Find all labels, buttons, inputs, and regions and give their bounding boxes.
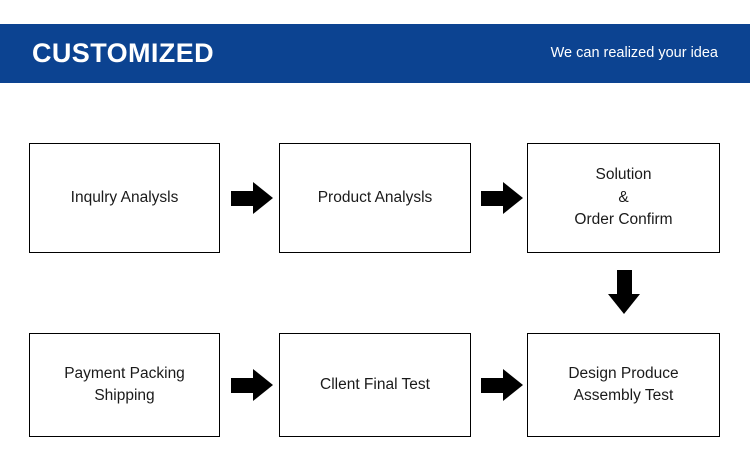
flow-node-label: Solution & Order Confirm xyxy=(574,166,673,229)
flow-node-client-final-test: Cllent Final Test xyxy=(279,333,471,437)
flow-node-solution-order-confirm: Solution & Order Confirm xyxy=(527,143,720,253)
flow-node-label: Inqulry Analysls xyxy=(70,188,179,206)
arrow-head xyxy=(503,182,523,214)
page-title: CUSTOMIZED xyxy=(32,38,215,68)
flow-node-label: Cllent Final Test xyxy=(320,375,430,393)
arrow-shaft xyxy=(481,378,505,393)
arrow-head xyxy=(253,369,273,401)
arrow-head xyxy=(253,182,273,214)
header-banner: CUSTOMIZED We can realized your idea xyxy=(0,24,750,83)
arrow-shaft xyxy=(481,191,505,206)
arrow-head xyxy=(608,294,640,314)
flow-node-payment-packing-shipping: Payment Packing Shipping xyxy=(29,333,220,437)
arrow-right-icon xyxy=(481,368,523,402)
arrow-right-icon xyxy=(231,181,273,215)
flow-node-inquiry-analysis: Inqulry Analysls xyxy=(29,143,220,253)
arrow-down-icon xyxy=(607,270,641,315)
flow-node-label: Design Produce Assembly Test xyxy=(568,364,679,404)
arrow-right-icon xyxy=(231,368,273,402)
banner-tagline: We can realized your idea xyxy=(550,45,718,62)
flow-node-product-analysis: Product Analysls xyxy=(279,143,471,253)
flow-node-design-produce-assembly-test: Design Produce Assembly Test xyxy=(527,333,720,437)
arrow-head xyxy=(503,369,523,401)
flow-node-label: Payment Packing Shipping xyxy=(64,364,185,404)
arrow-right-icon xyxy=(481,181,523,215)
arrow-shaft xyxy=(231,378,255,393)
arrow-shaft xyxy=(617,270,632,296)
arrow-shaft xyxy=(231,191,255,206)
flow-node-label: Product Analysls xyxy=(317,188,433,206)
